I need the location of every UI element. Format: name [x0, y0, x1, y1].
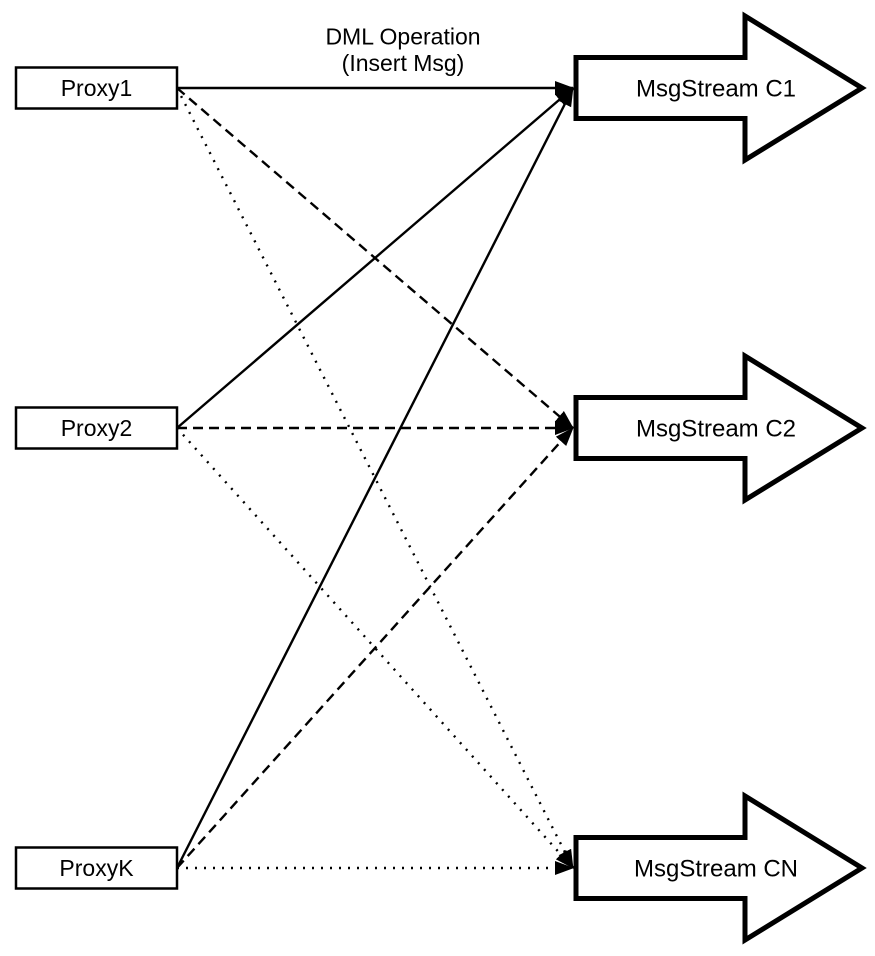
title-line2: (Insert Msg) [342, 50, 465, 76]
edge-proxyk-c1 [175, 87, 575, 869]
edge-proxy1-cn [175, 87, 575, 869]
proxy1-box [14, 66, 179, 110]
diagram-title: DML Operation (Insert Msg) [325, 24, 480, 77]
proxyk-node: ProxyK [14, 846, 179, 890]
proxy2-node: Proxy2 [14, 406, 179, 450]
proxy1-label: Proxy1 [61, 75, 133, 101]
proxy2-label: Proxy2 [61, 415, 133, 441]
edge-proxyk-c2 [176, 427, 574, 869]
stream-c1-arrow-shape [573, 11, 867, 165]
edge-proxy2-c1 [176, 87, 574, 429]
stream-cn-label: MsgStream CN [634, 856, 798, 883]
edges-layer [175, 81, 575, 875]
stream-c2: MsgStream C2 [573, 351, 867, 505]
proxyk-box [14, 846, 179, 890]
stream-c2-arrow-shape [573, 351, 867, 505]
proxyk-label: ProxyK [59, 855, 134, 881]
stream-cn-arrow-shape [573, 791, 867, 945]
stream-c1: MsgStream C1 [573, 11, 867, 165]
stream-cn: MsgStream CN [573, 791, 867, 945]
stream-c2-label: MsgStream C2 [636, 416, 796, 443]
stream-c1-label: MsgStream C1 [636, 76, 796, 103]
title-line1: DML Operation [325, 24, 480, 50]
proxy1-node: Proxy1 [14, 66, 179, 110]
proxy2-box [14, 406, 179, 450]
